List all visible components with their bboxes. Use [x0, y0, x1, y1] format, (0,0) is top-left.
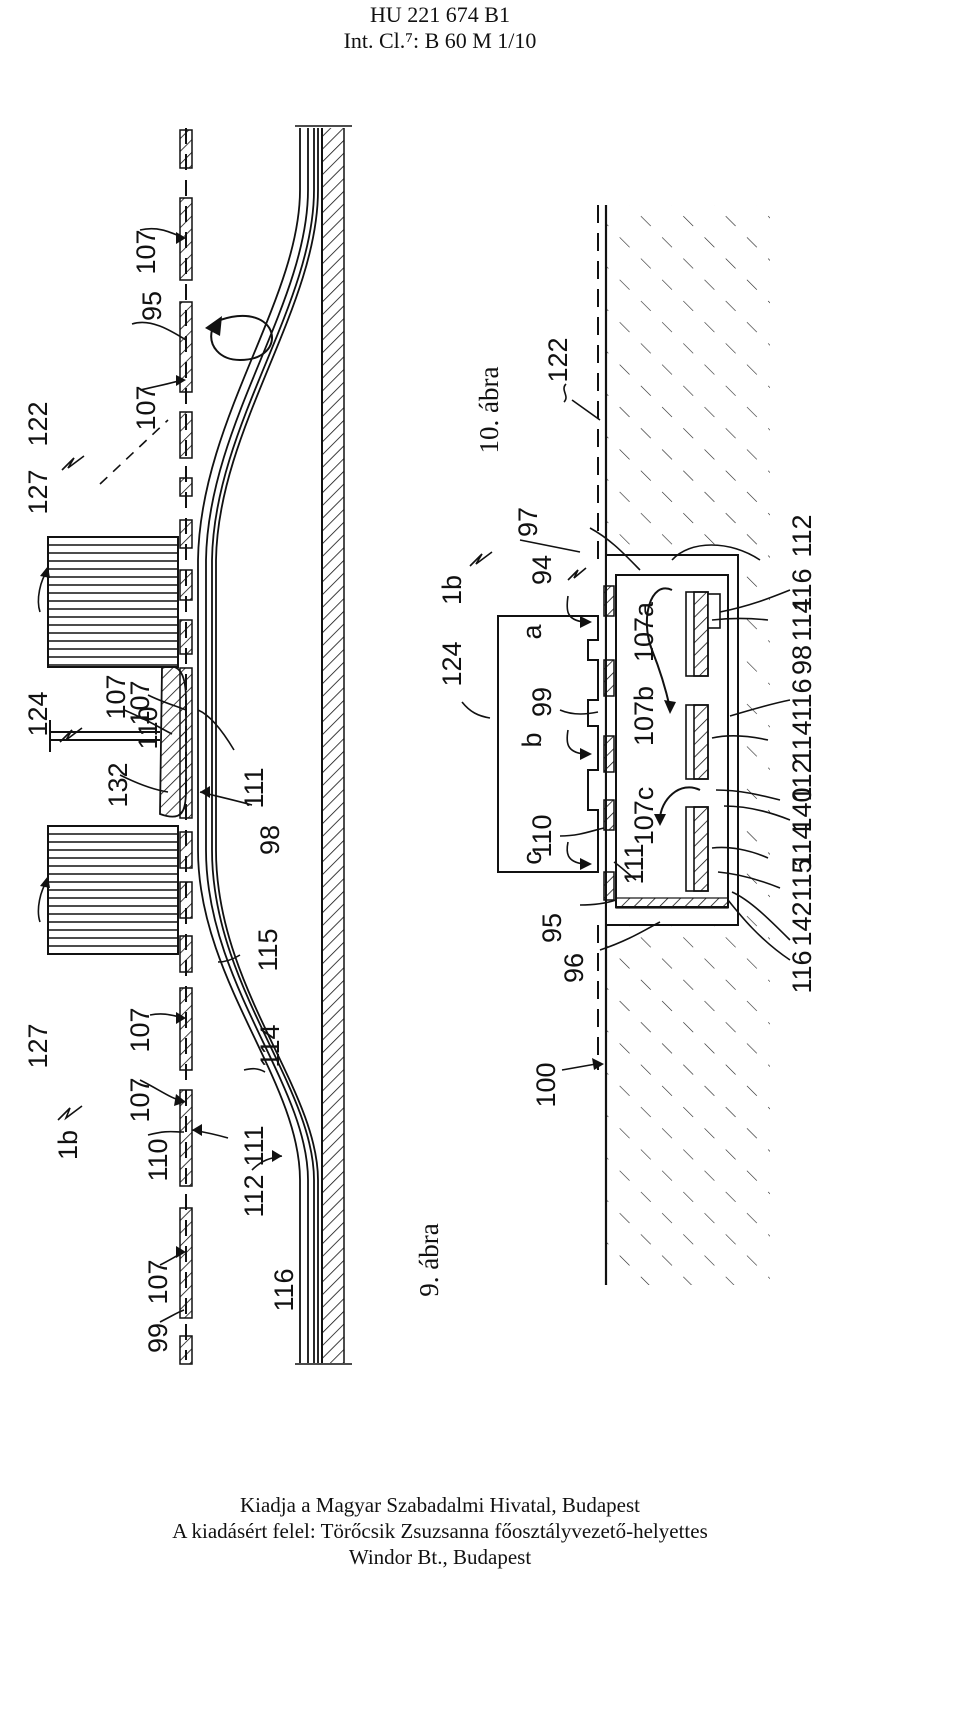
floor-hatch-band — [322, 128, 344, 1363]
reference-numeral: 115 — [787, 858, 817, 901]
reference-numeral: 111 — [239, 1125, 269, 1166]
soil-hatch — [606, 205, 770, 1285]
leader-arrowhead — [580, 858, 592, 870]
reference-numeral: 107c — [629, 787, 659, 846]
current-arrow — [645, 587, 673, 709]
reference-numeral: b — [517, 732, 547, 747]
reference-numeral: 98 — [787, 645, 817, 675]
reference-numeral: 107 — [143, 1259, 173, 1304]
figure-10-caption: 10. ábra — [474, 367, 504, 454]
reference-numeral: a — [517, 624, 547, 640]
reference-numeral: 107 — [131, 385, 161, 430]
conductor-rail-curve — [197, 128, 319, 1363]
reference-numeral: 110 — [133, 706, 163, 749]
leader-124 — [461, 701, 491, 719]
reference-numeral: 107 — [125, 680, 155, 725]
leader-arrowhead — [40, 876, 50, 888]
conductor-modules — [685, 591, 721, 892]
reference-numeral: 114 — [787, 720, 817, 763]
figure-10-drawing — [461, 205, 791, 1285]
reference-numeral: 142 — [787, 901, 817, 946]
reference-numeral: 112 — [787, 758, 817, 801]
reference-numeral: 127 — [23, 1023, 53, 1068]
footer-responsible: A kiadásért felel: Törőcsik Zsuzsanna fő… — [172, 1519, 708, 1543]
reference-numeral: 100 — [531, 1062, 561, 1107]
reference-numeral: 114 — [255, 1024, 285, 1067]
reference-numeral: 111 — [239, 767, 269, 808]
figure-9-caption: 9. ábra — [414, 1223, 444, 1296]
leader-arrowhead — [580, 748, 592, 760]
leader-arrowhead — [580, 616, 592, 628]
trench-inner — [615, 574, 729, 908]
reference-numeral: 110 — [527, 814, 557, 857]
reference-numeral: 107 — [101, 674, 131, 719]
reference-numeral: 107b — [629, 686, 659, 746]
classification: Int. Cl.⁷: B 60 M 1/10 — [343, 28, 537, 53]
reference-numeral: 95 — [137, 291, 167, 321]
reference-numeral: 112 — [787, 514, 817, 557]
reference-numeral: 112 — [239, 1174, 269, 1217]
trench-wall-hatch — [615, 897, 729, 909]
leader-lines-fig10 — [519, 527, 791, 1071]
reference-numeral: 140 — [787, 787, 817, 832]
reference-numeral: 95 — [537, 913, 567, 943]
reference-numeral: 94 — [527, 555, 557, 585]
collector-shoe — [159, 665, 187, 818]
current-arrow-head — [654, 814, 666, 826]
reference-numeral: 1b — [53, 1130, 83, 1160]
wheel-block-bottom — [47, 825, 179, 955]
leader-122 — [571, 399, 601, 421]
reference-numeral: 111 — [619, 843, 649, 884]
leader-arrowheads-fig9 — [174, 232, 282, 1258]
reference-numeral: 1b — [437, 575, 467, 605]
reference-numeral: 99 — [527, 687, 557, 717]
section-line-122 — [99, 419, 169, 485]
reference-numeral: 97 — [513, 507, 543, 537]
reference-numeral: 107 — [125, 1007, 155, 1052]
leader-arrowhead — [592, 1058, 604, 1070]
patent-number: HU 221 674 B1 — [370, 2, 510, 27]
reference-numeral: 115 — [253, 928, 283, 971]
reference-numeral: 132 — [103, 762, 133, 807]
reference-numeral: 127 — [23, 469, 53, 514]
reference-numeral: 107 — [125, 1077, 155, 1122]
reference-numeral: 98 — [255, 825, 285, 855]
squiggle-ref-122 — [563, 383, 567, 403]
reference-numeral: 99 — [143, 1323, 173, 1353]
surface-plates — [603, 585, 615, 901]
figure-9-drawing — [37, 125, 352, 1365]
reference-numeral: 116 — [269, 1268, 299, 1311]
reference-numeral: 124 — [23, 691, 53, 736]
squiggle-ref-124 — [59, 727, 83, 743]
reference-numeral: 96 — [559, 953, 589, 983]
squiggle-ref-122 — [61, 455, 85, 471]
reference-numeral: c — [517, 851, 547, 865]
squiggle-ref-1b — [469, 551, 493, 567]
squiggle-ref-94 — [567, 567, 587, 581]
reference-numeral: 107a — [629, 601, 659, 662]
footer-printer: Windor Bt., Budapest — [348, 1545, 532, 1569]
rotation-arrow — [210, 314, 274, 362]
vehicle-body — [497, 615, 599, 873]
current-arrow-head — [664, 700, 676, 714]
reference-numeral: 116 — [787, 678, 817, 721]
reference-numeral: 114 — [787, 824, 817, 867]
reference-numeral: 124 — [437, 641, 467, 686]
patent-drawing: 991071101071121111b107114127115107132981… — [23, 125, 817, 1365]
reference-numeral: 122 — [543, 337, 573, 382]
reference-numeral: 107 — [131, 229, 161, 274]
leader-arrowhead — [40, 566, 50, 578]
reference-numeral: 110 — [143, 1138, 173, 1181]
rotation-arrow-head — [205, 316, 222, 336]
reference-numeral: 122 — [23, 401, 53, 446]
reference-numeral: 116 — [787, 950, 817, 993]
reference-numeral: 114 — [787, 598, 817, 641]
footer-publisher: Kiadja a Magyar Szabadalmi Hivatal, Buda… — [239, 1493, 641, 1517]
wheel-block-top — [47, 536, 179, 668]
reference-numeral: 116 — [787, 568, 817, 611]
squiggle-ref-1b — [57, 1105, 83, 1121]
